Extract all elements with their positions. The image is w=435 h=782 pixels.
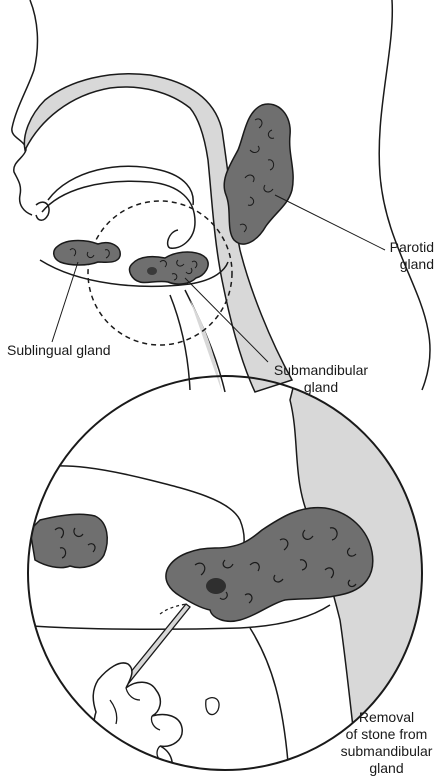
magnified-jaw	[250, 628, 290, 782]
label-removal-line3: submandibular	[338, 743, 435, 760]
sublingual-gland	[54, 241, 120, 266]
head-profile	[12, 0, 430, 392]
magnified-sublingual-gland	[30, 514, 107, 567]
label-removal-line2: of stone from	[338, 726, 435, 743]
label-submandibular-line1: Submandibular	[258, 362, 384, 379]
oral-cavity	[42, 181, 195, 248]
face-outline	[12, 0, 38, 215]
submandibular-gland	[130, 252, 209, 284]
leader-sublingual	[52, 262, 78, 342]
label-parotid: Parotid gland	[372, 239, 434, 273]
label-removal: Removal of stone from submandibular glan…	[338, 709, 435, 777]
palate	[48, 166, 193, 205]
label-parotid-line2: gland	[372, 256, 434, 273]
parotid-gland	[224, 104, 293, 244]
label-removal-line4: gland	[338, 760, 435, 777]
stone-small	[147, 267, 157, 275]
label-sublingual: Sublingual gland	[7, 342, 111, 359]
label-submandibular: Submandibular gland	[258, 362, 384, 396]
magnified-stone	[206, 578, 226, 594]
label-parotid-line1: Parotid	[372, 239, 434, 256]
label-removal-line1: Removal	[338, 709, 435, 726]
leader-parotid	[275, 195, 385, 250]
neck-outline	[379, 0, 430, 390]
label-submandibular-line2: gland	[258, 379, 384, 396]
